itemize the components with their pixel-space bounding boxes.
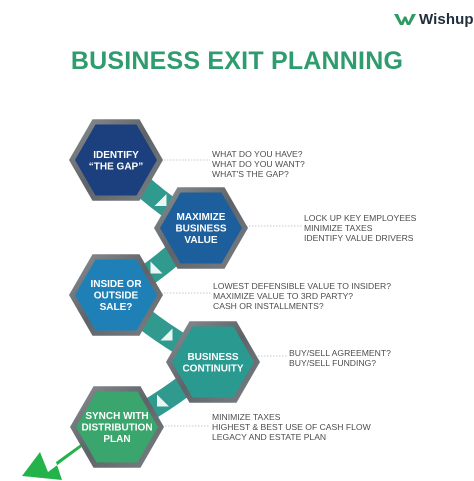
step-hexagon-1: IDENTIFY“THE GAP” (69, 119, 163, 201)
step-label: BUSINESS (187, 352, 238, 363)
step-label: VALUE (184, 235, 217, 246)
step-label: CONTINUITY (182, 363, 243, 374)
step-4-note: BUY/SELL AGREEMENT? (289, 348, 391, 358)
step-label: BUSINESS (175, 224, 226, 235)
step-label: SYNCH WITH (85, 411, 148, 422)
step-label: DISTRIBUTION (81, 423, 152, 434)
step-2-note: MINIMIZE TAXES (304, 223, 373, 234)
step-3-note: CASH OR INSTALLMENTS? (213, 301, 324, 312)
hexagon-fill (75, 259, 157, 331)
step-5-note: HIGHEST & BEST USE OF CASH FLOW (212, 422, 371, 433)
step-label: “THE GAP” (89, 161, 143, 172)
step-label: MAXIMIZE (177, 212, 226, 223)
flow-arrow-chevron (150, 261, 163, 274)
flow-arrow-chevron (160, 328, 173, 341)
wishup-w-icon (394, 14, 416, 25)
brand-logo: Wishup (394, 10, 474, 28)
hexagon-fill (76, 391, 158, 463)
step-3-note: MAXIMIZE VALUE TO 3RD PARTY? (213, 291, 354, 302)
brand-name: Wishup (419, 10, 474, 28)
step-label: IDENTIFY (93, 150, 139, 161)
exit-arrow (22, 436, 92, 480)
step-2-notes: LOCK UP KEY EMPLOYEES MINIMIZE TAXES IDE… (304, 213, 416, 244)
hexagon-fill (160, 192, 242, 264)
step-1-notes: WHAT DO YOU HAVE? WHAT DO YOU WANT? WHAT… (212, 149, 305, 180)
note-leader-lines (161, 159, 302, 427)
step-3-notes: LOWEST DEFENSIBLE VALUE TO INSIDER? MAXI… (213, 281, 391, 312)
step-label: SALE? (100, 302, 133, 313)
step-4-notes: BUY/SELL AGREEMENT? BUY/SELL FUNDING? (289, 348, 391, 368)
step-5-note: MINIMIZE TAXES (212, 412, 281, 422)
flow-arrow-chevron (157, 394, 169, 407)
step-5-note: LEGACY AND ESTATE PLAN (212, 432, 327, 443)
step-1-note: WHAT DO YOU HAVE? (212, 149, 303, 159)
step-2-note: LOCK UP KEY EMPLOYEES (304, 213, 417, 223)
step-hexagons: IDENTIFY“THE GAP”MAXIMIZEBUSINESSVALUEIN… (69, 119, 260, 468)
flow-arrow-chevron (154, 194, 167, 206)
step-2-note: IDENTIFY VALUE DRIVERS (304, 233, 414, 244)
hexagon-fill (75, 124, 157, 196)
hexagon-fill (172, 326, 254, 398)
page-title: BUSINESS EXIT PLANNING (70, 47, 404, 75)
step-3-note: LOWEST DEFENSIBLE VALUE TO INSIDER? (213, 281, 391, 291)
step-5-notes: MINIMIZE TAXES HIGHEST & BEST USE OF CAS… (212, 412, 371, 443)
step-1-note: WHAT'S THE GAP? (212, 169, 289, 180)
step-1-note: WHAT DO YOU WANT? (212, 159, 305, 170)
step-label: OUTSIDE (94, 291, 139, 302)
step-label: INSIDE OR (90, 279, 142, 290)
step-4-note: BUY/SELL FUNDING? (289, 358, 377, 369)
step-label: PLAN (103, 434, 130, 445)
